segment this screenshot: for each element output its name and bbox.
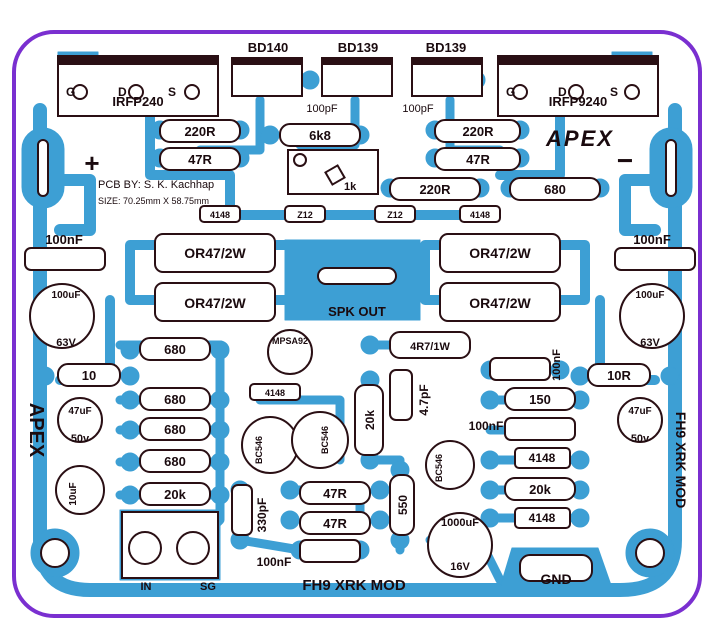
label-r220-right: 220R [462, 124, 494, 139]
label-mpsa92: MPSA92 [272, 336, 308, 346]
label-size: SIZE: 70.25mm X 58.75mm [98, 196, 209, 206]
label-bc546-b: BC546 [320, 426, 330, 454]
label-r47r-b: 47R [323, 516, 347, 531]
label-r47-right: 47R [466, 152, 490, 167]
label-c100u-right: 100uF [636, 290, 665, 301]
label-d4148-c: 4148 [265, 388, 285, 398]
label-g-right: G [506, 85, 515, 99]
label-bd139-b: BD139 [426, 40, 466, 55]
label-c47u-left: 47uF [68, 406, 91, 417]
label-d4148-e: 4148 [529, 511, 556, 525]
label-r220-left: 220R [184, 124, 216, 139]
label-d4148-d: 4148 [529, 451, 556, 465]
label-r6k8: 6k8 [309, 128, 331, 143]
label-r220-mid: 220R [419, 182, 451, 197]
label-or47-tl: OR47/2W [184, 245, 246, 261]
label-or47-br: OR47/2W [469, 295, 531, 311]
label-r47-left: 47R [188, 152, 212, 167]
label-c1000u: 1000uF [441, 517, 479, 529]
label-side-text: FH9 XRK MOD [673, 412, 689, 508]
label-c330p: 330pF [255, 498, 269, 533]
label-bc546-a: BC546 [254, 436, 264, 464]
label-apex-top: APEX [545, 126, 614, 151]
label-spk-out: SPK OUT [328, 304, 386, 319]
label-d-left: D [118, 85, 127, 99]
label-c100n-mid: 100nF [469, 419, 504, 433]
label-d4148-b: 4148 [470, 210, 490, 220]
supply-slots [37, 139, 677, 197]
label-sg: SG [200, 581, 216, 593]
label-d-right: D [558, 85, 567, 99]
label-pcb-by: PCB BY: S. K. Kachhap [98, 179, 214, 191]
label-r680-c: 680 [164, 422, 186, 437]
label-v50-right: 50v [631, 433, 650, 445]
label-r680-top: 680 [544, 182, 566, 197]
board-outline [12, 30, 702, 618]
label-r680-a: 680 [164, 342, 186, 357]
label-r150: 150 [529, 392, 551, 407]
label-irfp240: IRFP240 [112, 94, 163, 109]
label-bc546-c: BC546 [434, 454, 444, 482]
label-plus: + [84, 148, 99, 178]
label-gnd: GND [540, 571, 571, 587]
label-c100p-right: 100pF [402, 103, 433, 115]
label-v63-right: 63V [640, 337, 660, 349]
label-or47-bl: OR47/2W [184, 295, 246, 311]
board-title: FH9 XRK MOD [302, 577, 406, 594]
label-bd140: BD140 [248, 40, 288, 55]
component-labels: BD140 BD139 BD139 IRFP240 IRFP9240 G D S… [25, 40, 689, 594]
label-r680-b: 680 [164, 392, 186, 407]
label-c100u-left: 100uF [52, 290, 81, 301]
silkscreen-layer [24, 55, 696, 582]
label-c47p: 4.7pF [417, 384, 431, 415]
label-r550: 550 [396, 495, 410, 515]
label-r47r-a: 47R [323, 486, 347, 501]
label-c100n-vert: 100nF [551, 349, 563, 381]
label-z12-b: Z12 [387, 210, 403, 220]
label-g-left: G [66, 85, 75, 99]
label-s-right: S [610, 85, 618, 99]
label-minus: − [617, 145, 633, 176]
label-c100p-left: 100pF [306, 103, 337, 115]
label-r4r7: 4R7/1W [410, 341, 450, 353]
label-c100n-bot: 100nF [257, 555, 292, 569]
label-apex-side: APEX [25, 403, 47, 458]
label-r10-left: 10 [82, 368, 96, 383]
label-r20k-right: 20k [529, 482, 551, 497]
label-bd139-a: BD139 [338, 40, 378, 55]
label-in: IN [141, 581, 152, 593]
label-c10u: 10uF [68, 482, 79, 505]
label-v50-left: 50v [71, 433, 90, 445]
label-v16: 16V [450, 561, 470, 573]
label-r10r-right: 10R [607, 368, 631, 383]
label-c47u-right: 47uF [628, 406, 651, 417]
label-c100n-left: 100nF [45, 232, 83, 247]
label-r20k-left: 20k [164, 487, 186, 502]
label-c100n-right: 100nF [633, 232, 671, 247]
label-or47-tr: OR47/2W [469, 245, 531, 261]
label-d4148-a: 4148 [210, 210, 230, 220]
label-v63-left: 63V [56, 337, 76, 349]
label-s-left: S [168, 85, 176, 99]
label-r20k-vert: 20k [363, 410, 377, 430]
label-pot: 1k [344, 181, 357, 193]
label-r680-d: 680 [164, 454, 186, 469]
label-irfp9240: IRFP9240 [549, 94, 608, 109]
label-z12-a: Z12 [297, 210, 313, 220]
